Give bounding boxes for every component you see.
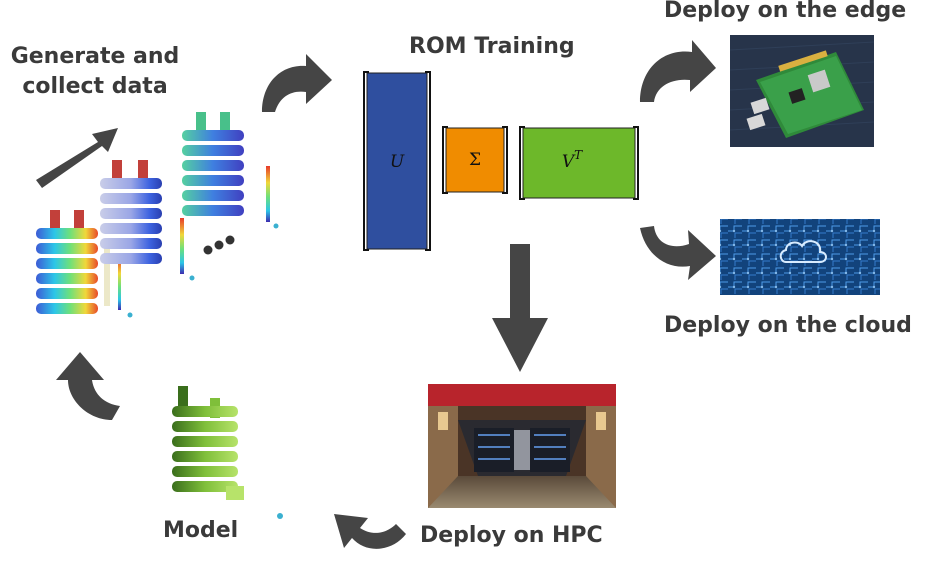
diagonal-arrow (36, 128, 118, 188)
curved-arrow-top (262, 54, 332, 112)
label-rom-training: ROM Training (409, 34, 575, 59)
data-stack-back (182, 112, 279, 229)
matrix-u-symbol: U (390, 152, 405, 172)
curved-arrow-hpc-to-model (334, 514, 406, 549)
matrix-vt-symbol: VT (562, 148, 583, 172)
label-generate-line1: Generate and (10, 44, 180, 69)
svd-matrix-sigma: Σ (442, 126, 508, 194)
down-arrow (492, 244, 548, 372)
curved-arrow-edge (640, 40, 716, 102)
label-deploy-hpc: Deploy on HPC (420, 523, 603, 548)
label-deploy-edge: Deploy on the edge (664, 0, 907, 23)
cloud-image (720, 219, 880, 295)
label-model: Model (163, 518, 239, 543)
curved-arrow-cloud (640, 226, 716, 280)
svd-matrix-vt: VT (519, 126, 639, 200)
label-generate-collect: Generate and collect data (0, 42, 190, 102)
curved-arrow-model-to-data (56, 352, 120, 420)
model-render (172, 386, 283, 519)
data-stack-middle (100, 160, 195, 281)
label-deploy-cloud: Deploy on the cloud (664, 313, 912, 338)
ellipsis-dots (203, 235, 235, 255)
svd-matrix-u: U (363, 71, 431, 251)
data-stack-front (36, 210, 133, 318)
matrix-sigma-symbol: Σ (469, 150, 481, 170)
edge-device-image (729, 35, 875, 147)
label-generate-line2: collect data (22, 74, 168, 99)
hpc-image (428, 384, 616, 508)
